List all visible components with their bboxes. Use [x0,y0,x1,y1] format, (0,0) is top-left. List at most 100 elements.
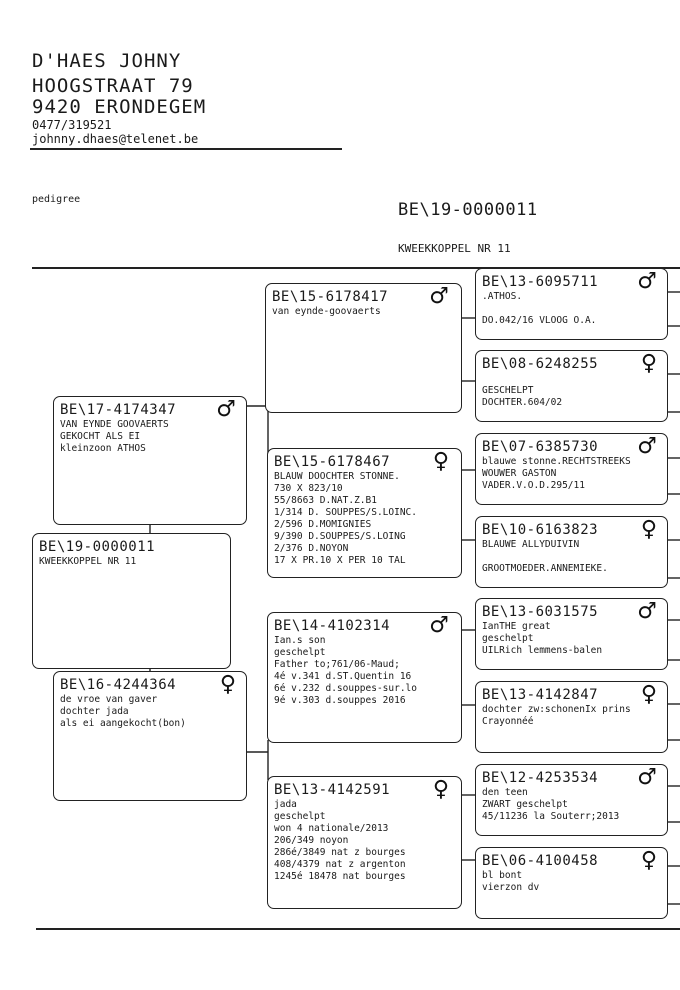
female-symbol-icon: ♀ [432,449,449,474]
bird-note-line: van eynde-goovaerts [272,306,381,317]
bird-note-line: WOUWER GASTON [482,468,557,479]
bottom-rule [36,928,680,930]
bird-note-line: VADER.V.O.D.295/11 [482,480,585,491]
bird-note-line: geschelpt [274,647,326,658]
bird-note-line [482,303,661,315]
bird-note-line: 55/8663 D.NAT.Z.B1 [274,495,377,506]
female-symbol-icon: ♀ [219,672,236,697]
bird-note-line: 2/376 D.NOYON [274,543,349,554]
card-ss-sire: BE\13-6095711.ATHOS. DO.042/16 VLOOG O.A… [475,268,668,340]
bird-note-line: als ei aangekocht(bon) [60,718,186,729]
owner-city: 9420 ERONDEGEM [32,96,207,118]
bird-note-line: dochter jada [60,706,129,717]
bird-note-line: VAN EYNDE GOOVAERTS [60,419,169,430]
bird-note-line: 9é v.303 d.souppes 2016 [274,695,406,706]
bird-note-line: 2/596 D.MOMIGNIES [274,519,372,530]
bird-note-line: IanTHE great [482,621,551,632]
bird-note-line [482,373,661,385]
ring-number: BE\08-6248255 [482,356,599,372]
female-symbol-icon: ♀ [640,848,657,873]
bird-note-line: BLAUW DOOCHTER STONNE. [274,471,400,482]
bird-note-line: 286é/3849 nat z bourges [274,847,406,858]
male-symbol-icon: ♂ [637,599,657,624]
ring-number: BE\06-4100458 [482,853,599,869]
ring-number: BE\10-6163823 [482,522,599,538]
bird-note-line: blauwe stonne.RECHTSTREEKS [482,456,631,467]
bird-note-line [482,551,661,563]
header-underline [30,148,342,150]
bird-note-line: 9/390 D.SOUPPES/S.LOING [274,531,406,542]
main-note: KWEEKKOPPEL NR 11 [398,242,511,255]
bird-note-line: kleinzoon ATHOS [60,443,146,454]
bird-note-line: 1/314 D. SOUPPES/S.LOINC. [274,507,417,518]
bird-note-line: 45/11236 la Souterr;2013 [482,811,620,822]
bird-note-line: Crayonnéé [482,716,534,727]
bird-note-line: dochter zw:schonenIx prins [482,704,631,715]
male-symbol-icon: ♂ [637,434,657,459]
bird-note-line: UILRich lemmens-balen [482,645,603,656]
female-symbol-icon: ♀ [640,351,657,376]
ring-number: BE\17-4174347 [60,402,177,418]
main-ring-number: BE\19-0000011 [398,200,538,220]
bird-note-line: jada [274,799,297,810]
ring-number: BE\07-6385730 [482,439,599,455]
bird-note-line: 408/4379 nat z argenton [274,859,406,870]
document-label: pedigree [32,194,81,205]
male-symbol-icon: ♂ [216,397,236,422]
female-symbol-icon: ♀ [640,682,657,707]
bird-note-line: 4é v.341 d.ST.Quentin 16 [274,671,412,682]
male-symbol-icon: ♂ [429,613,449,638]
bird-note-line: GROOTMOEDER.ANNEMIEKE. [482,563,608,574]
bird-note-line: KWEEKKOPPEL NR 11 [39,556,137,567]
bird-note-line: 6é v.232 d.souppes-sur.lo [274,683,417,694]
bird-note-line: GEKOCHT ALS EI [60,431,141,442]
ring-number: BE\12-4253534 [482,770,599,786]
bird-note-line: .ATHOS. [482,291,523,302]
bird-note-line: den teen [482,787,528,798]
bird-note-line: Father to;761/06-Maud; [274,659,400,670]
owner-email: johnny.dhaes@telenet.be [32,132,199,146]
owner-phone: 0477/319521 [32,118,112,132]
bird-note-line: bl bont [482,870,523,881]
ring-number: BE\16-4244364 [60,677,177,693]
bird-note-line: DOCHTER.604/02 [482,397,563,408]
male-symbol-icon: ♂ [429,284,449,309]
ring-number: BE\15-6178467 [274,454,391,470]
ring-number: BE\14-4102314 [274,618,391,634]
ring-number: BE\19-0000011 [39,539,156,555]
owner-street: HOOGSTRAAT 79 [32,75,194,97]
ring-number: BE\13-6031575 [482,604,599,620]
bird-note-line: 1245é 18478 nat bourges [274,871,406,882]
bird-note-line: geschelpt [274,811,326,822]
bird-note-line: Ian.s son [274,635,326,646]
bird-note-line: DO.042/16 VLOOG O.A. [482,315,597,326]
female-symbol-icon: ♀ [432,777,449,802]
ring-number: BE\13-4142591 [274,782,391,798]
bird-note-line: GESCHELPT [482,385,534,396]
bird-note-line: de vroe van gaver [60,694,158,705]
bird-note-line: geschelpt [482,633,534,644]
bird-note-line: vierzon dv [482,882,540,893]
bird-note-line: won 4 nationale/2013 [274,823,389,834]
top-rule [32,267,680,269]
ring-number: BE\13-6095711 [482,274,599,290]
female-symbol-icon: ♀ [640,517,657,542]
bird-note-line: ZWART geschelpt [482,799,568,810]
owner-name: D'HAES JOHNY [32,50,182,72]
bird-note-line: 730 X 823/10 [274,483,343,494]
bird-note-line: 17 X PR.10 X PER 10 TAL [274,555,406,566]
